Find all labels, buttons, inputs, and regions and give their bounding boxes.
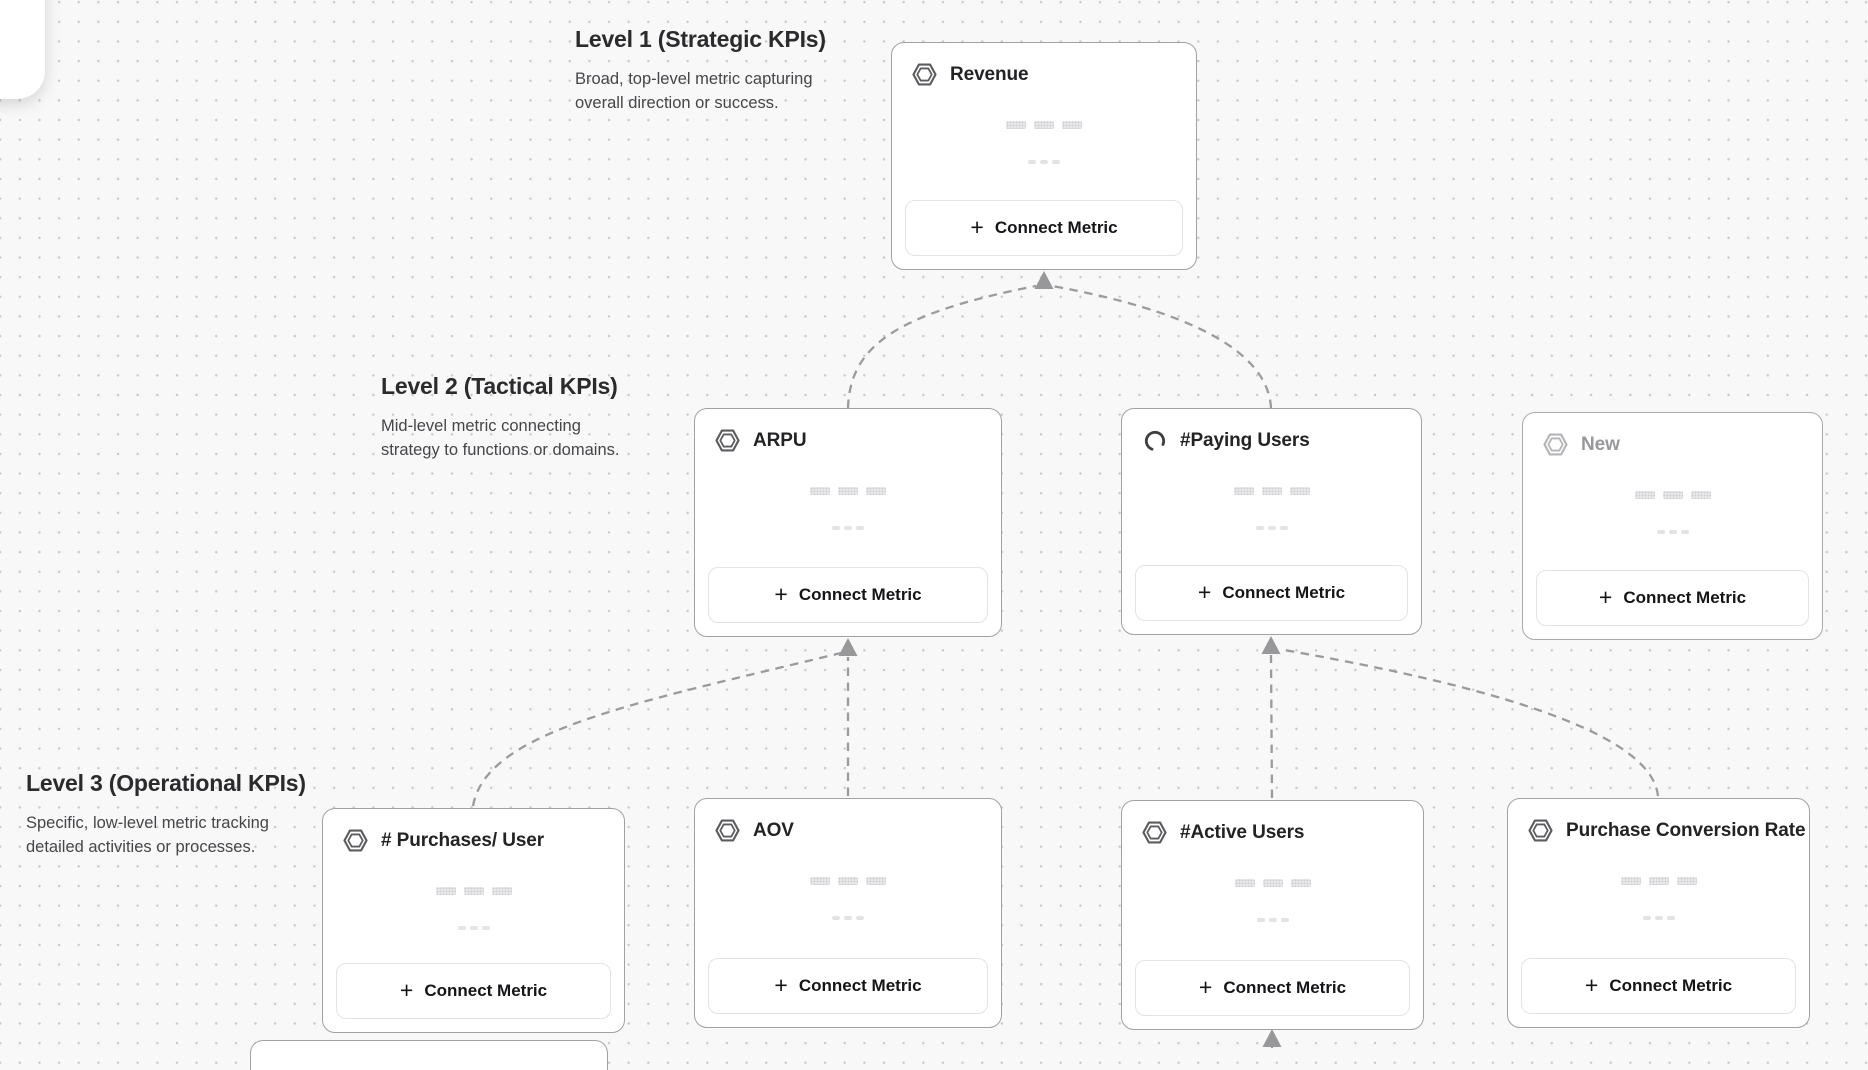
connect-metric-label: Connect Metric: [1609, 976, 1733, 995]
connect-metric-button[interactable]: + Connect Metric: [336, 963, 611, 1019]
metric-card-title: # Purchases/ User: [381, 829, 545, 851]
metric-card-title: ARPU: [753, 429, 807, 451]
edge-activeusers-to-payingusers: [1269, 654, 1274, 799]
plus-icon: +: [970, 213, 984, 240]
connect-metric-label: Connect Metric: [1222, 583, 1346, 602]
metric-skeleton: [695, 487, 1001, 495]
level-2-description: Mid-level metric connecting strategy to …: [381, 417, 620, 459]
arrowhead-into-revenue: [1034, 271, 1054, 289]
metric-card-purchases-per-user[interactable]: # Purchases/ User + Connect Metric: [322, 808, 625, 1033]
metric-skeleton: [323, 926, 624, 930]
metric-card-title: #Active Users: [1180, 821, 1305, 843]
hexagon-icon: [342, 827, 369, 854]
hexagon-icon: [1527, 817, 1554, 844]
level-1-heading: Level 1 (Strategic KPIs) Broad, top-leve…: [575, 26, 826, 115]
arrowhead-into-arpu: [838, 638, 858, 656]
metric-skeleton: [892, 121, 1196, 129]
canvas-tool-button[interactable]: [0, 0, 45, 99]
level-3-description: Specific, low-level metric tracking deta…: [26, 814, 269, 856]
metric-card-aov[interactable]: AOV + Connect Metric: [694, 798, 1002, 1028]
metric-card-title: Revenue: [950, 63, 1029, 85]
hexagon-icon: [714, 817, 741, 844]
connect-metric-button[interactable]: + Connect Metric: [1536, 570, 1809, 626]
plus-icon: +: [1198, 973, 1213, 1000]
level-2-heading: Level 2 (Tactical KPIs) Mid-level metric…: [381, 373, 629, 462]
metric-skeleton: [1523, 530, 1822, 534]
plus-icon: +: [1598, 583, 1613, 610]
metric-skeleton: [1122, 526, 1421, 530]
connect-metric-button[interactable]: + Connect Metric: [708, 958, 988, 1014]
metric-card-title: Purchase Conversion Rate: [1566, 819, 1806, 841]
plus-icon: +: [1584, 971, 1599, 998]
arrowhead-into-payingusers: [1261, 636, 1281, 654]
connect-metric-label: Connect Metric: [798, 585, 922, 604]
metric-card-new[interactable]: New + Connect Metric: [1522, 412, 1823, 640]
metric-card-active-users[interactable]: #Active Users + Connect Metric: [1121, 800, 1424, 1030]
connect-metric-label: Connect Metric: [424, 981, 548, 1000]
connector-edges-layer: [471, 271, 1660, 1048]
hexagon-icon: [1141, 819, 1168, 846]
plus-icon: +: [774, 580, 788, 607]
edge-payingusers-to-revenue: [1051, 284, 1273, 409]
metric-card-paying-users[interactable]: #Paying Users + Connect Metric: [1121, 408, 1422, 635]
plus-icon: +: [774, 971, 788, 998]
connect-metric-label: Connect Metric: [798, 976, 922, 995]
spinner-icon: [1141, 427, 1168, 454]
metric-card-title: New: [1581, 433, 1620, 455]
metric-card-title: AOV: [753, 819, 794, 841]
metric-skeleton: [1122, 918, 1423, 922]
plus-icon: +: [1197, 578, 1212, 605]
level-1-title: Level 1 (Strategic KPIs): [575, 26, 826, 52]
metric-skeleton: [1523, 491, 1822, 499]
level-1-description: Broad, top-level metric capturing overal…: [575, 70, 813, 112]
level-3-title: Level 3 (Operational KPIs): [26, 770, 306, 796]
metric-skeleton: [695, 877, 1001, 885]
level-3-heading: Level 3 (Operational KPIs) Specific, low…: [26, 770, 306, 859]
metric-card-arpu[interactable]: ARPU + Connect Metric: [694, 408, 1002, 637]
edge-arpu-to-revenue: [846, 284, 1037, 409]
metric-card-purchase-conversion-rate[interactable]: Purchase Conversion Rate + Connect Metri…: [1507, 798, 1810, 1028]
connect-metric-button[interactable]: + Connect Metric: [708, 567, 988, 623]
metric-skeleton: [892, 160, 1196, 164]
arrowhead-into-activeusers: [1262, 1029, 1282, 1047]
hexagon-icon: [1542, 431, 1569, 458]
metric-skeleton: [1508, 916, 1809, 920]
connect-metric-button[interactable]: + Connect Metric: [1521, 958, 1796, 1014]
plus-icon: +: [399, 976, 414, 1003]
metric-skeleton: [1122, 879, 1423, 887]
edge-purchases-to-arpu: [471, 651, 842, 807]
connect-metric-button[interactable]: + Connect Metric: [1135, 960, 1410, 1016]
metric-card-title: #Paying Users: [1180, 429, 1310, 451]
connect-metric-label: Connect Metric: [994, 218, 1118, 237]
metric-skeleton: [695, 526, 1001, 530]
level-2-title: Level 2 (Tactical KPIs): [381, 373, 618, 399]
hexagon-icon: [714, 427, 741, 454]
connect-metric-button[interactable]: + Connect Metric: [905, 200, 1183, 256]
connect-metric-label: Connect Metric: [1223, 978, 1347, 997]
connect-metric-button[interactable]: + Connect Metric: [1135, 565, 1408, 621]
metric-card-revenue[interactable]: Revenue + Connect Metric: [891, 42, 1197, 270]
metric-card-partial-offscreen[interactable]: [250, 1040, 608, 1070]
hexagon-icon: [911, 61, 938, 88]
metric-skeleton: [1508, 877, 1809, 885]
edge-pcr-to-payingusers: [1283, 648, 1660, 797]
metric-skeleton: [323, 887, 624, 895]
metric-skeleton: [695, 916, 1001, 920]
metric-skeleton: [1122, 487, 1421, 495]
connect-metric-label: Connect Metric: [1623, 588, 1747, 607]
